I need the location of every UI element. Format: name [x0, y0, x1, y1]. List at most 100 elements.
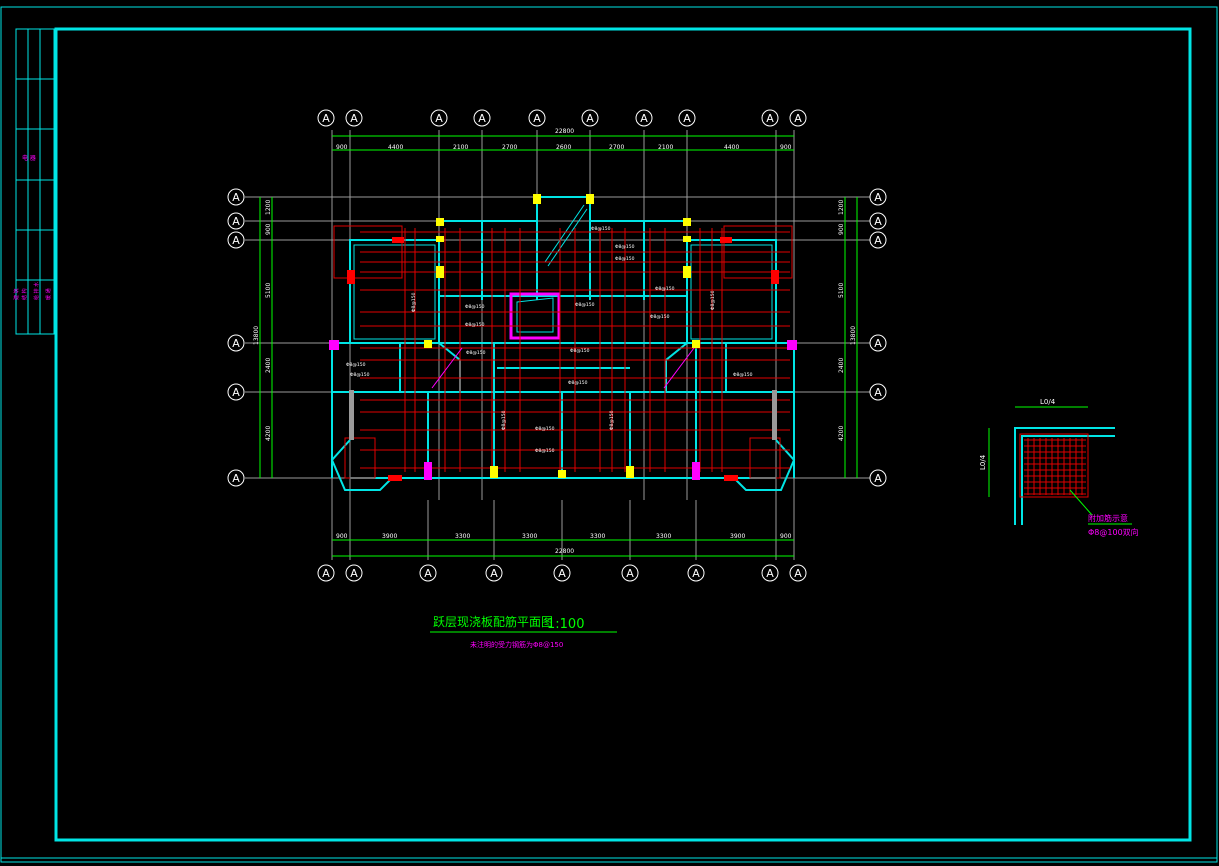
top-dim-1: 900 [336, 144, 348, 151]
bottom-total-dim: 22800 [555, 548, 574, 555]
svg-text:A: A [478, 112, 486, 125]
rebar-label-4: Φ8@150 [575, 302, 595, 308]
title-block-cell-4: 给 排 水 [33, 282, 40, 300]
bottom-axis-bubble-1: A [317, 564, 335, 582]
svg-text:A: A [874, 472, 882, 485]
svg-text:A: A [322, 112, 330, 125]
top-dim-9: 900 [780, 144, 792, 151]
svg-text:A: A [874, 234, 882, 247]
right-axis-bubble-4: A [869, 334, 887, 352]
right-dim-2: 900 [838, 223, 845, 235]
right-axis-bubble-6: A [869, 469, 887, 487]
svg-text:A: A [490, 567, 498, 580]
title-block-cell-2: 建 筑 [13, 288, 20, 300]
right-total-dim: 13800 [850, 326, 857, 345]
left-dim-1: 1200 [265, 200, 272, 215]
svg-text:A: A [232, 191, 240, 204]
svg-text:A: A [874, 191, 882, 204]
left-axis-bubble-4: A [227, 334, 245, 352]
bottom-axis-bubble-2: A [345, 564, 363, 582]
plan-scale: 1:100 [547, 617, 584, 632]
left-dim-4: 2400 [265, 358, 272, 373]
top-axis-bubble-10: A [789, 109, 807, 127]
bottom-axis-bubble-8: A [761, 564, 779, 582]
title-block-cell-1: 电 器 [22, 154, 36, 162]
svg-text:A: A [626, 567, 634, 580]
bottom-dim-6: 3300 [656, 533, 671, 540]
bottom-dim-8: 900 [780, 533, 792, 540]
bottom-dimensions: 900 3900 3300 3300 3300 3300 3900 900 22… [332, 533, 794, 557]
rebar-label-16: Φ8@150 [466, 350, 486, 356]
top-axis-bubble-4: A [473, 109, 491, 127]
bottom-axis-bubble-9: A [789, 564, 807, 582]
top-axis-bubble-1: A [317, 109, 335, 127]
title-block-cell-5: 暖 通 [45, 288, 52, 300]
plan-title: 跃层现浇板配筋平面图 [433, 614, 553, 629]
title-block-left: 电 器 建 筑 结 构 给 排 水 暖 通 [13, 28, 55, 335]
plan-subtitle: 未注明的受力钢筋为Φ8@150 [470, 640, 563, 649]
right-dim-3: 5100 [838, 283, 845, 298]
right-axis-bubble-3: A [869, 231, 887, 249]
bottom-dim-3: 3300 [455, 533, 470, 540]
top-axis-bubble-9: A [761, 109, 779, 127]
left-dimensions: 1200 900 5100 2400 4200 13800 [253, 197, 273, 478]
rebar-label-12: Φ8@150 [346, 362, 366, 368]
left-total-dim: 13800 [253, 326, 260, 345]
bottom-axis-bubble-3: A [419, 564, 437, 582]
bottom-axis-bubble-5: A [553, 564, 571, 582]
left-axis-bubble-6: A [227, 469, 245, 487]
svg-text:A: A [232, 386, 240, 399]
left-axis-bubble-2: A [227, 212, 245, 230]
svg-text:A: A [322, 567, 330, 580]
top-dim-4: 2700 [502, 144, 517, 151]
svg-text:A: A [232, 215, 240, 228]
svg-text:A: A [424, 567, 432, 580]
svg-text:A: A [232, 234, 240, 247]
left-dim-5: 4200 [265, 426, 272, 441]
rebar-boxes [333, 225, 793, 479]
rebar-label-20: Φ8@150 [710, 290, 716, 310]
rebar-label-10: Φ8@150 [535, 426, 555, 432]
top-dim-6: 2700 [609, 144, 624, 151]
left-axis-bubble-5: A [227, 383, 245, 401]
right-dimensions: 1200 900 5100 2400 4200 13800 [838, 197, 858, 478]
rebar-label-18: Φ8@150 [501, 410, 507, 430]
svg-text:A: A [586, 112, 594, 125]
rebar-label-5: Φ8@150 [650, 314, 670, 320]
bottom-dim-7: 3900 [730, 533, 745, 540]
svg-text:A: A [435, 112, 443, 125]
right-dim-1: 1200 [838, 200, 845, 215]
rebar-label-19: Φ8@150 [609, 410, 615, 430]
title-block-cell-3: 结 构 [21, 288, 28, 300]
svg-text:A: A [692, 567, 700, 580]
right-dim-4: 2400 [838, 358, 845, 373]
top-dimensions: 22800 900 4400 2100 2700 2600 2700 2100 … [332, 128, 794, 151]
bottom-dim-5: 3300 [590, 533, 605, 540]
rebar-label-6: Φ8@150 [465, 304, 485, 310]
detail-note-1: 附加筋示意 [1088, 513, 1128, 523]
right-axis-bubble-2: A [869, 212, 887, 230]
svg-text:A: A [232, 472, 240, 485]
top-total-dim: 22800 [555, 128, 574, 135]
bottom-dim-4: 3300 [522, 533, 537, 540]
svg-text:A: A [766, 112, 774, 125]
columns [329, 194, 797, 481]
svg-text:A: A [350, 567, 358, 580]
stair-diagonal [544, 204, 588, 267]
svg-text:A: A [558, 567, 566, 580]
right-axis-bubble-1: A [869, 188, 887, 206]
rebar-label-3: Φ8@150 [615, 256, 635, 262]
rebar-label-13: Φ8@150 [350, 372, 370, 378]
bottom-axis-bubble-6: A [621, 564, 639, 582]
top-axis-bubble-8: A [678, 109, 696, 127]
rebar-label-17: Φ8@150 [411, 292, 417, 312]
detail-top-label: L0/4 [1040, 398, 1056, 406]
rebar-label-1: Φ8@150 [591, 226, 611, 232]
plan-title-group: 跃层现浇板配筋平面图 1:100 未注明的受力钢筋为Φ8@150 [430, 614, 617, 649]
top-axis-bubble-7: A [635, 109, 653, 127]
right-axis-bubble-5: A [869, 383, 887, 401]
elevator-inner [516, 297, 554, 333]
right-dim-5: 4200 [838, 426, 845, 441]
